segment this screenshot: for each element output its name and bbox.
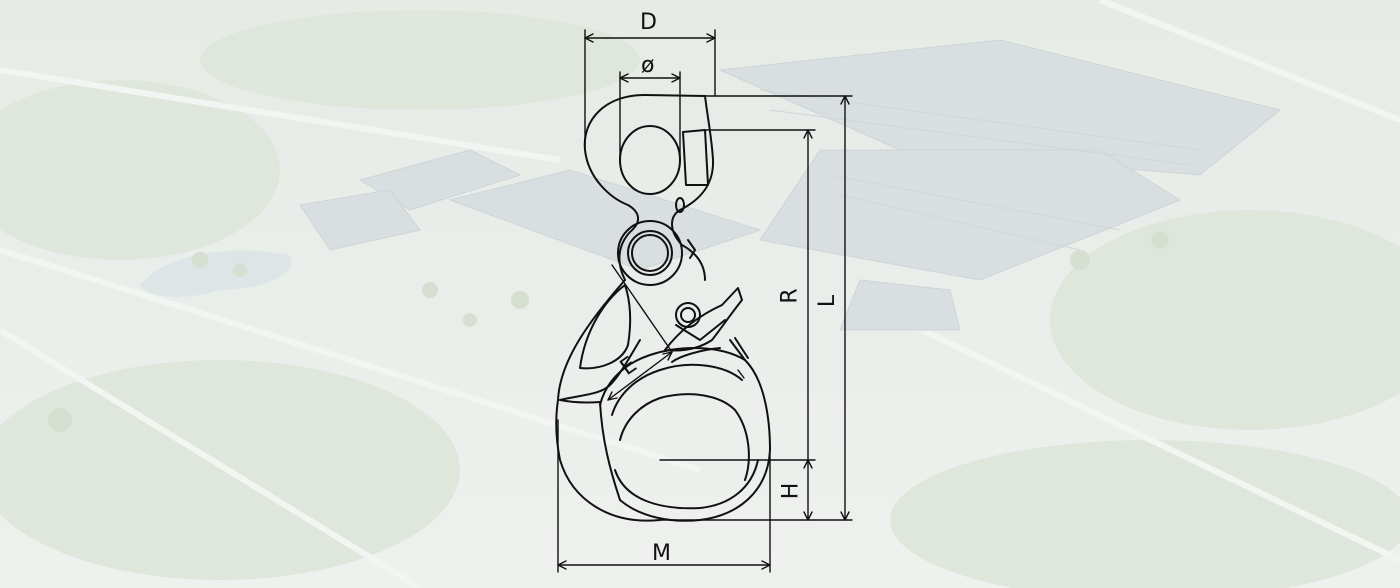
hook-body: [555, 239, 771, 522]
dimension-lines: [557, 29, 853, 573]
roof-stripes: [759, 89, 1201, 251]
latch: [664, 287, 743, 352]
small-hole: [675, 197, 685, 213]
dimension-label-h: H: [778, 482, 804, 500]
dimension-label-m: M: [652, 541, 671, 566]
swivel-bolt: [617, 220, 683, 286]
field-patches: [0, 10, 1400, 588]
eye-hole: [619, 125, 681, 195]
dimension-label-l: L: [815, 294, 841, 308]
trees: [48, 231, 1169, 432]
dimension-label-r: R: [777, 288, 803, 304]
pond: [140, 250, 292, 297]
latch-pin: [675, 302, 701, 328]
dimension-label-diameter: ø: [641, 53, 655, 78]
dimension-label-d: D: [640, 10, 657, 35]
